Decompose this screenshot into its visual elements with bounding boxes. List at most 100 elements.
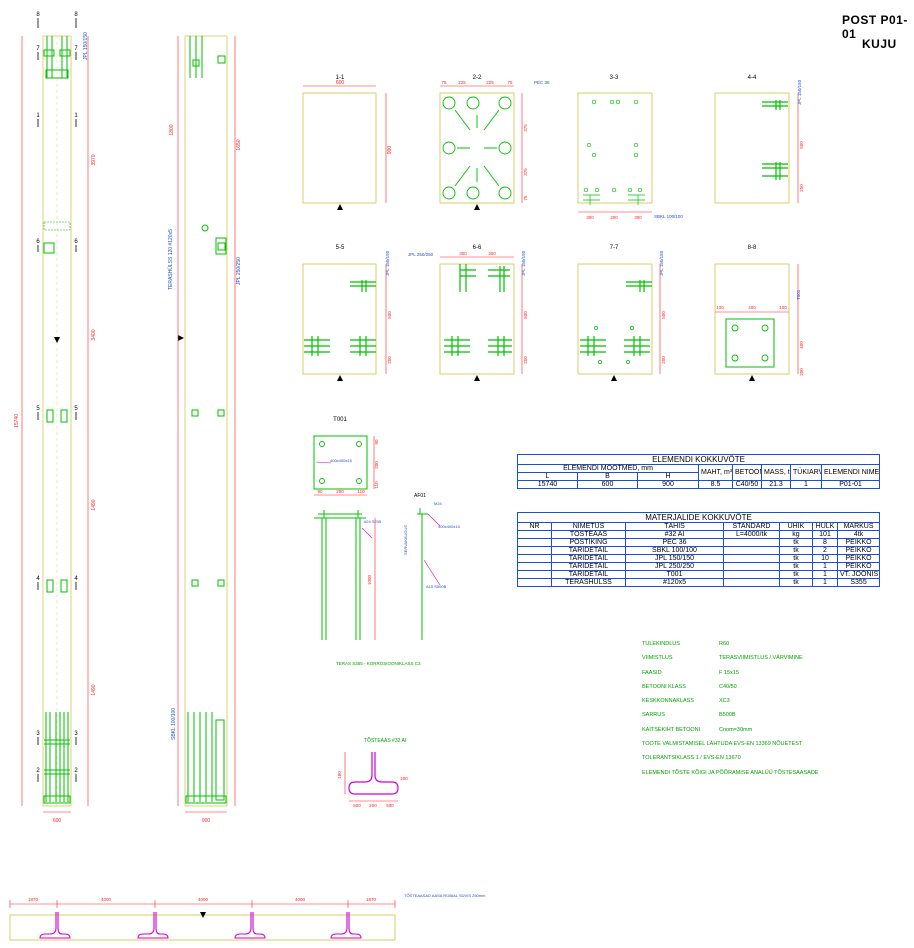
dim-side-seg2: 1650 bbox=[236, 139, 242, 150]
section-2-2: 2-2 75 225 225 75 375 375 75 PEC 36 bbox=[439, 75, 550, 210]
dim-s3-bottom-3: 300 bbox=[634, 215, 642, 220]
dim-lift-bottom-3: 500 bbox=[386, 803, 394, 808]
dim-t001-len: 1000 bbox=[367, 574, 372, 585]
marker-front-6-l: 6 bbox=[36, 239, 40, 245]
label-s2-pec: PEC 36 bbox=[534, 80, 550, 85]
lift-label: TÕSTEAAS #32 AI bbox=[364, 737, 406, 744]
dim-s2-side-2: 375 bbox=[523, 168, 528, 176]
note-row: TOLERANTSIKLASS 1 / EVS-EN 13670 bbox=[642, 755, 741, 762]
dim-s3-bottom-2: 200 bbox=[610, 215, 618, 220]
marker-front-3-r: 3 bbox=[74, 731, 78, 737]
dim-t001-bottom-3: 110 bbox=[357, 489, 365, 494]
dim-t001-side-1: 90 bbox=[374, 439, 379, 445]
dim-s2-side-1: 375 bbox=[523, 124, 528, 132]
lifting-strip: 1870 4000 4000 4000 1870 TÕSTEAASAD AASA… bbox=[9, 893, 486, 941]
dim-s8-top-3: 100 bbox=[779, 305, 787, 310]
drawing-title: POST P01-01 bbox=[842, 13, 908, 41]
dim-lift-bottom-1: 500 bbox=[353, 803, 361, 808]
dim-s8-side-2: 200 bbox=[799, 368, 804, 376]
marker-front-7-l: 7 bbox=[36, 46, 40, 52]
label-side-jpl: JPL 250/250 bbox=[236, 257, 242, 285]
marker-front-5-l: 5 bbox=[36, 406, 40, 412]
dim-lift-bottom-2: 200 bbox=[369, 803, 377, 808]
label-s8-t001: T001 bbox=[796, 289, 801, 300]
materials-header-row: NR NIMETUS TÄHIS STANDARD ÜHIK HULK MÄRK… bbox=[517, 522, 881, 531]
mat-h-standard: STANDARD bbox=[723, 522, 780, 531]
summary-row: 15740 600 900 8.5 C40/50 21.3 1 P01-01 bbox=[517, 480, 881, 489]
t001-caption: TERAS S355 - KORROSIOONIKLASS C3 bbox=[336, 661, 421, 666]
label-side-teras: TERASHÜLSS 120 #120x5 bbox=[167, 229, 174, 290]
dim-total-length: 15740 bbox=[14, 414, 20, 428]
afoo-m24: M24 bbox=[434, 501, 443, 506]
strip-note: TÕSTEAASAD AASA ROBIAL SÜVIS 250mm bbox=[404, 893, 486, 898]
dim-s7-side-1: 500 bbox=[661, 311, 666, 319]
label-side-sbkl: SBKL 100/100 bbox=[171, 708, 177, 740]
section-8-8: 8-8 100 400 100 400 200 T001 bbox=[714, 245, 804, 381]
summary-h-betoon: BETOON bbox=[732, 464, 762, 481]
dim-s3-bottom-1: 300 bbox=[586, 215, 594, 220]
element-summary-table: ELEMENDI KOKKUVÕTE ELEMENDI MÕÕTMED, mm … bbox=[516, 454, 881, 489]
dim-s6-top-2: 300 bbox=[488, 251, 496, 256]
marker-front-3-l: 3 bbox=[36, 731, 40, 737]
summary-h-mass: MASS, t bbox=[761, 464, 791, 481]
dim-lift-side-1: 180 bbox=[337, 771, 342, 779]
summary-h-nimetus: ELEMENDI NIMETUS bbox=[820, 464, 881, 481]
afoo-title: AF01 bbox=[414, 493, 426, 499]
dim-side-seg1: 1800 bbox=[169, 124, 175, 135]
dim-s5-side-1: 500 bbox=[387, 311, 392, 319]
mat-h-markus: MÄRKUS bbox=[836, 522, 881, 531]
summary-cell: 600 bbox=[577, 480, 638, 489]
marker-front-6-r: 6 bbox=[74, 239, 78, 245]
section-1-1: 1-1 600 900 bbox=[302, 75, 393, 210]
marker-front-2-l: 2 bbox=[36, 768, 40, 774]
dim-strip-5: 1870 bbox=[366, 897, 377, 902]
label-s4-jpl: JPL 150/150 bbox=[797, 79, 802, 105]
summary-h-l: L bbox=[517, 472, 578, 481]
lift-hook-detail: TÕSTEAAS #32 AI 500 200 500 180 200 bbox=[337, 737, 408, 808]
section-title-3-3: 3-3 bbox=[610, 75, 619, 81]
dim-t001-bottom-1: 90 bbox=[317, 489, 323, 494]
marker-front-8-r: 8 bbox=[74, 12, 78, 18]
marker-front-2-r: 2 bbox=[74, 768, 78, 774]
dim-s8-top-1: 100 bbox=[716, 305, 724, 310]
mat-h-uhik: ÜHIK bbox=[779, 522, 813, 531]
marker-front-5-r: 5 bbox=[74, 406, 78, 412]
section-7-7: 7-7 500 250 JPL 150/150 bbox=[577, 245, 666, 381]
section-4-4: 4-4 500 250 JPL 150/150 bbox=[714, 75, 804, 204]
summary-cell: P01-01 bbox=[820, 480, 881, 489]
label-s5-jpl: JPL 150/150 bbox=[385, 250, 390, 276]
summary-cell: C40/50 bbox=[732, 480, 762, 489]
marker-front-4-r: 4 bbox=[74, 576, 78, 582]
mat-h-nr: NR bbox=[517, 522, 552, 531]
note-row: ELEMENDI TÕSTE KÕIGI JA PÕÕRAMISE ANALÜÜ… bbox=[642, 769, 819, 776]
marker-front-1-r: 1 bbox=[74, 113, 78, 119]
dim-s8-top-2: 400 bbox=[748, 305, 756, 310]
section-6-6: 6-6 300 300 500 250 JPL 250/250 JPL 150/… bbox=[408, 245, 528, 381]
dim-front-width: 600 bbox=[53, 818, 62, 824]
t001-plate-label: 400x400x15 bbox=[330, 458, 353, 463]
dim-front-seg4: 1490 bbox=[91, 684, 97, 695]
side-elevation: 1800 1650 900 TERASHÜLSS 120 #120x5 JPL … bbox=[167, 35, 242, 824]
mat-h-tahis: TÄHIS bbox=[625, 522, 724, 531]
section-title-8-8: 8-8 bbox=[748, 245, 757, 251]
afoo-side: SERVAKAUGUS bbox=[403, 525, 408, 555]
section-title-1-1: 1-1 bbox=[336, 75, 345, 81]
summary-cell: 8.5 bbox=[698, 480, 733, 489]
dim-lift-side-2: 200 bbox=[400, 776, 408, 781]
section-3-3: 3-3 300 200 300 SBKL 100/100 bbox=[577, 75, 683, 220]
summary-h-h: H bbox=[637, 472, 699, 481]
t001-m24-note: #24 S235 bbox=[364, 519, 382, 524]
drawing-subtitle: KUJU bbox=[862, 37, 897, 51]
materials-table: MATERJALIDE KOKKUVÕTE NR NIMETUS TÄHIS S… bbox=[516, 512, 881, 587]
summary-h-b: B bbox=[577, 472, 638, 481]
dim-side-width: 900 bbox=[202, 818, 211, 824]
